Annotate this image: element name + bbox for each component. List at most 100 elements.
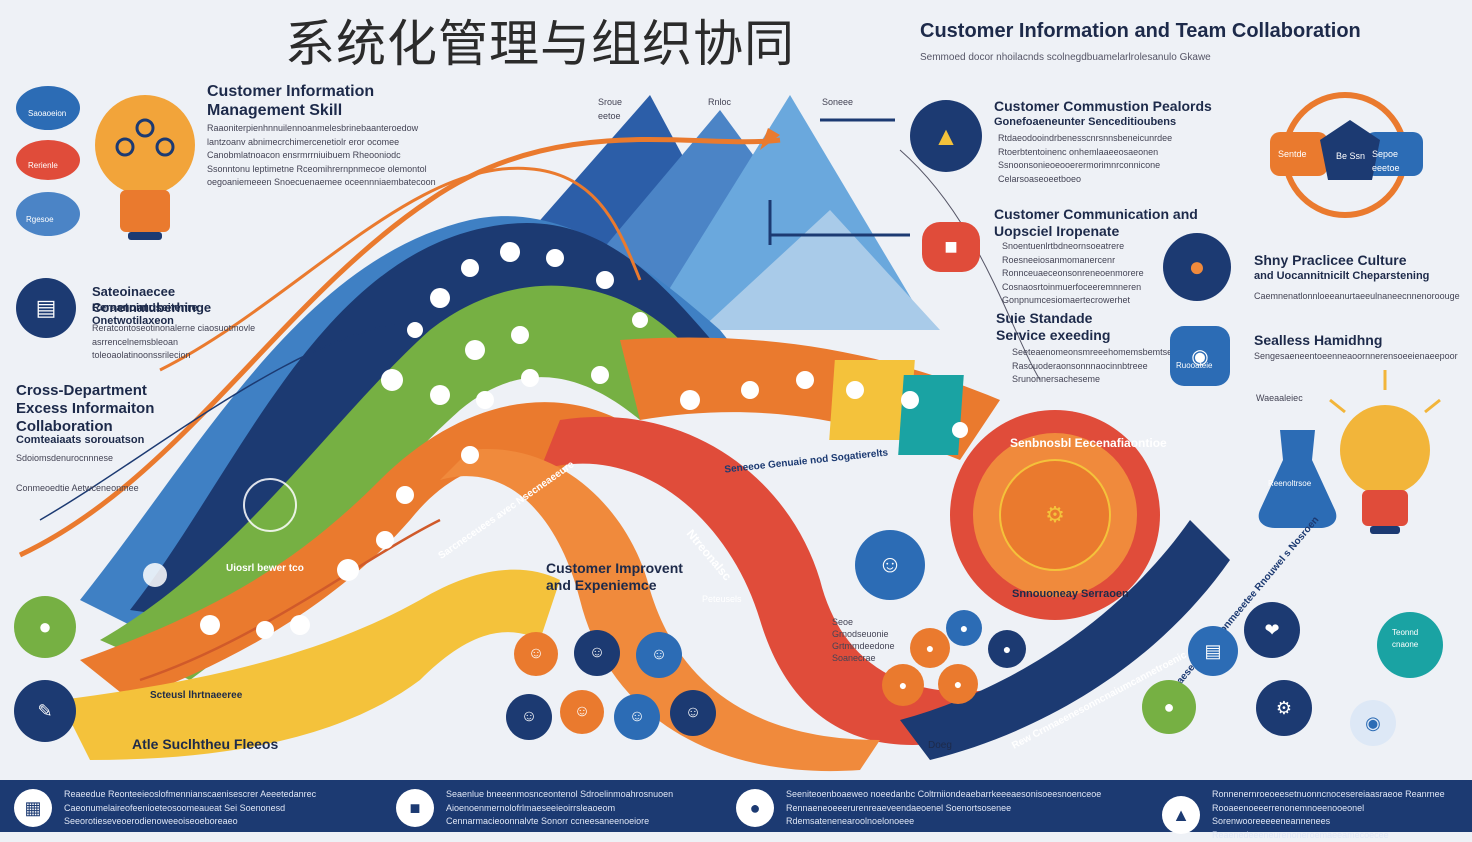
mid-label-3: Grtmmdeedone (832, 641, 895, 651)
ccr-heading: Customer Commustion Pealords (994, 98, 1212, 114)
spc-body: Caemnenatlonnloeeanurtaeeulnaneecnnenoro… (1254, 291, 1460, 301)
page-title-cn: 系统化管理与组织协同 (285, 16, 795, 72)
footer-item-4: ▲ Ronnenernroeoeesetnuonncnocesereiaasra… (1162, 788, 1462, 842)
footer-item-3: ● Seeniteoenboaeweo noeedanbc Coltrniion… (736, 788, 1136, 829)
hex-label-1: Sentde (1278, 149, 1307, 159)
ccr-body: Rtdaeodooindrbenesscnrsnnsbeneicunrdee R… (998, 133, 1173, 184)
avatar-4: ☺ (506, 694, 552, 740)
band-label-blue: Uiosrl bewer tco (226, 563, 304, 574)
spc-heading: Shny Praclicee Culture (1254, 252, 1407, 268)
cloud-label-1: Saoaoeion (28, 109, 67, 118)
band-label-yellow: Atle Suclhtheu Fleeos (132, 736, 279, 752)
sh-heading: Sealless Hamidhng (1254, 332, 1383, 348)
robot-badge-icon: ⚙ (1256, 680, 1312, 736)
flag-label-3: Soneee (822, 97, 854, 107)
mid-label-1: Seoe (832, 617, 854, 627)
document-icon: ▤ (16, 278, 76, 338)
mascot-icon: ☺ (855, 530, 925, 600)
band-yellow-seg (829, 360, 915, 440)
band-green (100, 285, 680, 680)
badge-label-teal: Teonnd cnaone (1392, 628, 1419, 649)
avatar-3: ☺ (636, 632, 682, 678)
band-icons (200, 242, 968, 639)
avatar-1: ☺ (514, 632, 558, 676)
cdc-subheading: Reraanoimdseitenre Onetwotilaxeon (92, 302, 198, 328)
hex-label-3: Sepoe eeetoe (1372, 149, 1400, 173)
footer-item-2: ■ Seaenlue bneeenmosnceontenol Sdroelinm… (396, 788, 696, 829)
footer-bar: ▦ Reaeedue Reonteeieoslofmennianscaenise… (0, 780, 1472, 840)
chat-badge-icon: ✎ (14, 680, 76, 742)
mid-label-2: Grnodseuonie (832, 629, 889, 639)
band-label-red-sub: Peteusels (702, 594, 742, 604)
lock-icon: ■ (396, 789, 434, 828)
arrow-head-1 (760, 128, 780, 150)
sh-body: Sengesaeneentoeenneaoornnerensoeeienaeep… (1254, 351, 1458, 361)
mountain-pale (700, 210, 940, 330)
band-teal-seg (898, 375, 964, 455)
mid-label-4: Soanecrae (832, 653, 876, 663)
footer-text-3: Seeniteoenboaeweo noeedanbc Coltrniionde… (786, 789, 1102, 826)
ring-label-top: Senbnosbl Eecenafiaontioe (1010, 436, 1167, 450)
shield-icon: ▲ (1162, 796, 1200, 834)
target-icon: ◉ (1350, 700, 1396, 746)
cdc-heading: Sateoinaecee Conetnatuberhinge (92, 284, 212, 315)
lightbulb-left (95, 95, 195, 240)
arrow-curve-1 (18, 137, 781, 558)
footer-item-1: ▦ Reaeedue Reonteeieoslofmennianscaenise… (14, 788, 354, 829)
cim-body: Raaoniterpienhnnuilennoanmelesbrinebaant… (207, 123, 436, 187)
sh-note: Waeaaleiec (1256, 393, 1303, 403)
chart-badge-icon: ▲ (910, 100, 982, 172)
lightbulb-right (1329, 370, 1441, 534)
bear-icon: ◉ (1170, 326, 1230, 386)
heart-icon: ❤ (1244, 602, 1300, 658)
gear-icon: ⚙ (1045, 502, 1065, 527)
robot-icon: ■ (922, 222, 980, 272)
person-icon: ● (736, 789, 774, 828)
sss-body: Seeteaenomeonsmreeehomemsbemtse Rasouode… (1012, 347, 1173, 384)
avatar-5: ☺ (560, 690, 604, 734)
ring-inner (999, 459, 1111, 571)
cluster-icon-4: ● (882, 664, 924, 706)
cluster-icon-3: ● (988, 630, 1026, 668)
band-label-navy-end: Doeg (928, 740, 952, 751)
arrow-curve-2 (159, 166, 642, 372)
badge-label-flask: Reenoltrsoe (1268, 479, 1312, 488)
band-label-orange: Scteusl lhrtnaeeree (150, 690, 243, 701)
band-navy-ribbon (900, 520, 1230, 760)
cci-heading: Customer Communication and Uopsciel Irop… (994, 206, 1198, 239)
cloud-label-3: Rgesoe (26, 215, 54, 224)
avatar-6: ☺ (614, 694, 660, 740)
band-orange-s (440, 449, 880, 772)
band-red-s (540, 416, 990, 745)
footer-text-2: Seaenlue bneeenmosnceontenol Sdroelinmoa… (446, 789, 674, 826)
arrow-line-2 (899, 149, 1041, 381)
flag-label-2: Rnloc (708, 97, 732, 107)
page-subtitle: Semmoed docor nhoilacnds scolnegdbuamela… (920, 52, 1211, 63)
building-icon: ▦ (14, 789, 52, 828)
hex-label-2: Be Ssn (1336, 151, 1366, 161)
cross-heading: Cross-Department Excess Informaiton Coll… (16, 382, 155, 435)
cross-subheading: Comteaiaats sorouatson (16, 434, 145, 446)
cluster-icon-1: ● (946, 610, 982, 646)
bus-icon: ▤ (1188, 626, 1238, 676)
arrow-line-3 (139, 518, 441, 682)
cloud-label-2: Rerienle (28, 161, 58, 170)
footer-text-1: Reaeedue Reonteeieoslofmennianscaenisesc… (64, 789, 317, 826)
flag-label-1: Sroue eetoe (598, 97, 623, 121)
arrow-line-1 (39, 319, 421, 521)
cluster-icon-5: ● (938, 664, 978, 704)
page-title-en: Customer Information and Team Collaborat… (920, 20, 1361, 42)
spc-subheading: and Uocannitnicilt Cheparstening (1254, 270, 1430, 282)
cross-note2: Conmeoedtie Aetwceneonmee (16, 483, 139, 493)
ccr-subheading: Gonefoaeneunter Senceditioubens (994, 116, 1177, 128)
bulb-badge-icon: ● (14, 596, 76, 658)
cci-body: Snoentuenlrtbdneornsoeatrere Roesneeiosa… (1002, 241, 1144, 305)
badge-label-bear: Ruooateie (1176, 361, 1213, 370)
avatar-2: ☺ (574, 630, 620, 676)
cross-note1: Sdoiomsdenurocnnnese (16, 453, 114, 463)
cim-heading: Customer Information Management Skill (207, 83, 375, 120)
sss-heading: Suie Standade Service exeeding (996, 310, 1111, 343)
avatar-7: ☺ (670, 690, 716, 736)
cluster-icon-2: ● (910, 628, 950, 668)
